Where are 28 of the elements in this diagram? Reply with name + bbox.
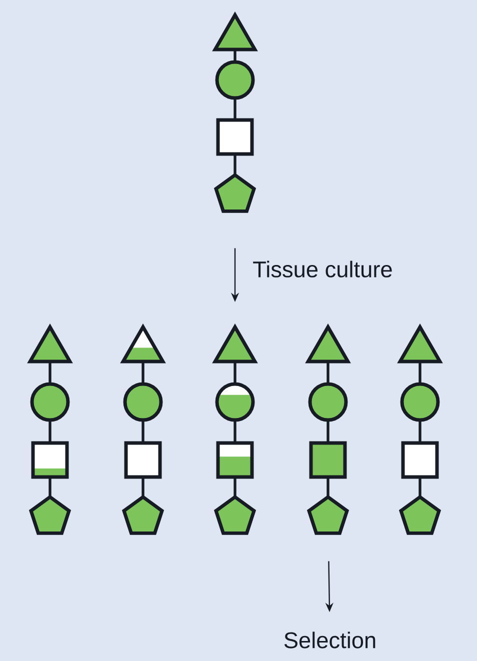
connector-line (234, 98, 236, 120)
connector-line (142, 420, 144, 443)
edge-label: Tissue culture (251, 259, 394, 279)
connector-line (418, 477, 422, 497)
connector-line (326, 477, 330, 497)
connector-line (142, 362, 144, 384)
connector-line (326, 362, 330, 384)
circle-symbol (215, 382, 255, 422)
square-symbol (31, 441, 69, 479)
square-symbol (401, 441, 439, 479)
square-symbol (216, 118, 254, 156)
connector-line (234, 50, 236, 62)
square-symbol (309, 441, 347, 479)
connector-line (326, 420, 330, 443)
connector-line (234, 420, 236, 443)
square-symbol (216, 441, 254, 479)
connector-line (418, 420, 422, 443)
connector-line (48, 477, 52, 497)
connector-line (142, 477, 144, 497)
connector-line (234, 362, 236, 384)
step-label: Selection (284, 632, 376, 648)
connector-line (234, 154, 236, 175)
connector-line (48, 362, 52, 384)
connector-line (418, 362, 422, 384)
connector-line (234, 477, 236, 497)
circle-symbol (400, 382, 440, 422)
connector-line (48, 420, 52, 443)
square-symbol (124, 441, 162, 479)
